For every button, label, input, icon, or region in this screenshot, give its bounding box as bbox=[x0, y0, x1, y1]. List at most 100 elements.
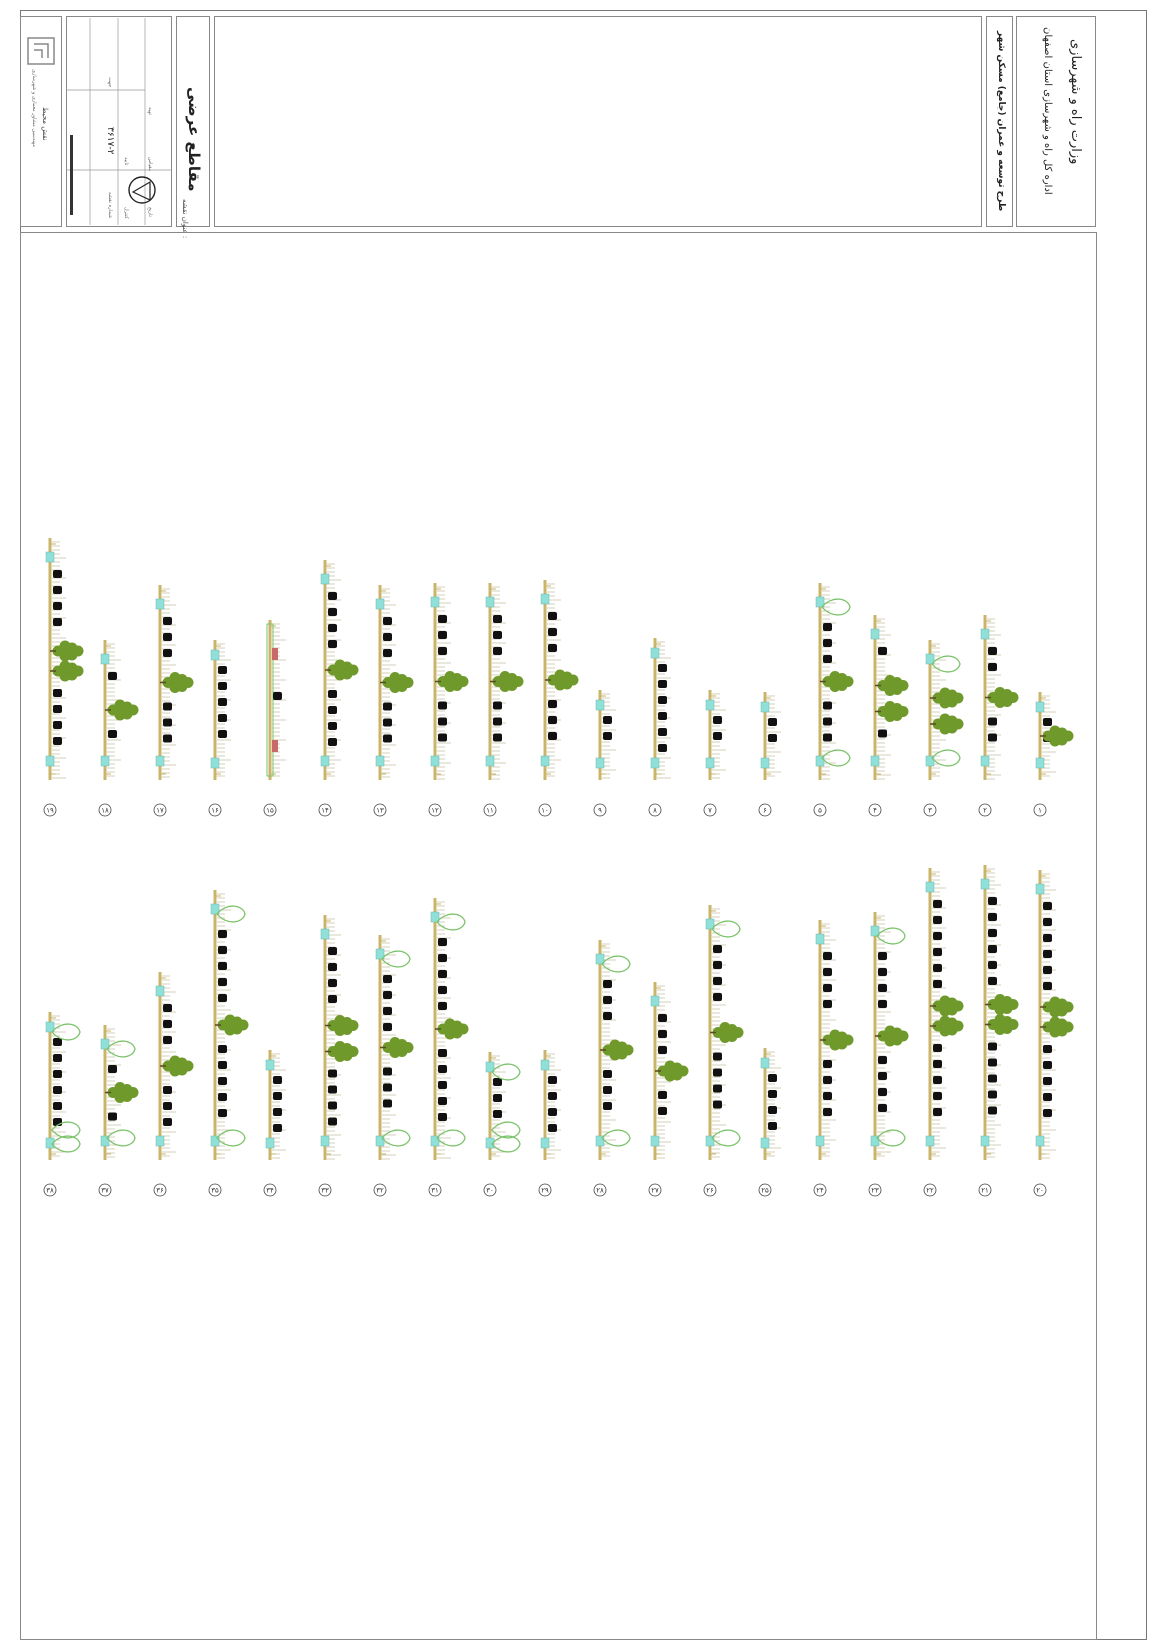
car-icon bbox=[878, 1104, 887, 1112]
tree-canopy bbox=[1062, 730, 1074, 742]
car-icon bbox=[438, 954, 447, 962]
sidewalk-marker bbox=[705, 699, 715, 711]
section-number: ۸ bbox=[653, 807, 657, 815]
car-icon bbox=[493, 1078, 502, 1086]
ground-line bbox=[1038, 870, 1042, 1160]
section-number: ۲۹ bbox=[541, 1187, 549, 1195]
car-icon bbox=[658, 1030, 667, 1038]
car-icon bbox=[218, 714, 227, 722]
car-icon bbox=[878, 1056, 887, 1064]
section-number: ۱۳ bbox=[376, 807, 384, 815]
car-icon bbox=[438, 1081, 447, 1089]
section-number-circle bbox=[813, 803, 827, 817]
car-icon bbox=[383, 991, 392, 999]
car-icon bbox=[1043, 1045, 1052, 1053]
car-icon bbox=[713, 732, 722, 740]
car-icon bbox=[1043, 1061, 1052, 1069]
car-icon bbox=[823, 1092, 832, 1100]
car-icon bbox=[328, 722, 337, 730]
tb-label-approved: تایید bbox=[123, 157, 129, 166]
sidewalk-marker bbox=[1035, 757, 1045, 769]
sidewalk-marker bbox=[45, 1137, 55, 1149]
car-icon bbox=[53, 602, 62, 610]
section-number: ۳۱ bbox=[431, 1187, 439, 1195]
tree-canopy bbox=[1007, 692, 1019, 703]
north-arrow-pointer bbox=[131, 180, 151, 201]
section-number-circle bbox=[538, 803, 552, 817]
section-number-circle bbox=[43, 1183, 57, 1197]
consultant-panel: مهندسین مشاور معماری و شهرسازی نقش محیط bbox=[20, 16, 62, 227]
sidewalk-marker bbox=[375, 755, 385, 767]
ground-line bbox=[268, 620, 272, 780]
car-icon bbox=[218, 978, 227, 986]
car-icon bbox=[493, 647, 502, 655]
car-icon bbox=[603, 1086, 612, 1094]
sidewalk-marker bbox=[815, 933, 825, 945]
car-icon bbox=[218, 962, 227, 970]
tree-outline-icon bbox=[491, 1063, 521, 1081]
car-icon bbox=[988, 913, 997, 921]
car-icon bbox=[493, 615, 502, 623]
section-number: ۳۶ bbox=[156, 1187, 164, 1195]
car-icon bbox=[713, 1068, 722, 1077]
sidewalk-marker bbox=[155, 755, 165, 767]
car-icon bbox=[1043, 718, 1052, 726]
sidewalk-marker bbox=[210, 757, 220, 769]
tree-canopy bbox=[1007, 1019, 1019, 1030]
section-number-circle bbox=[428, 1183, 442, 1197]
car-icon bbox=[438, 631, 447, 639]
section-number-circle bbox=[263, 1183, 277, 1197]
car-icon bbox=[713, 1084, 722, 1093]
car-icon bbox=[53, 1086, 62, 1094]
car-icon bbox=[53, 705, 62, 713]
ground-line bbox=[928, 868, 932, 1160]
car-icon bbox=[438, 717, 447, 726]
sidewalk-marker bbox=[760, 701, 770, 713]
car-icon bbox=[768, 1106, 777, 1114]
section-number-circle bbox=[758, 1183, 772, 1197]
car-icon bbox=[658, 1091, 667, 1099]
tree-canopy bbox=[127, 704, 139, 716]
car-icon bbox=[328, 1069, 337, 1078]
car-icon bbox=[823, 1076, 832, 1084]
car-icon bbox=[823, 701, 832, 710]
tree-canopy bbox=[457, 676, 469, 687]
plan-title-panel: طرح توسعه و عمران (جامع) مسکن شهر bbox=[986, 16, 1013, 227]
car-icon bbox=[603, 1012, 612, 1020]
ground-line bbox=[48, 1012, 52, 1160]
plan-title: طرح توسعه و عمران (جامع) مسکن شهر bbox=[996, 31, 1006, 212]
car-icon bbox=[548, 700, 557, 708]
section-number: ۳۵ bbox=[211, 1187, 219, 1195]
section-number: ۳۳ bbox=[321, 1187, 329, 1195]
tree-canopy bbox=[347, 1046, 359, 1057]
sidewalk-marker bbox=[540, 1137, 550, 1149]
car-icon bbox=[273, 1092, 282, 1100]
tree-canopy bbox=[677, 1065, 689, 1077]
blank-panel bbox=[214, 16, 982, 227]
car-icon bbox=[1043, 1093, 1052, 1101]
car-icon bbox=[328, 995, 337, 1003]
ground-line bbox=[543, 1050, 547, 1160]
section-number-circle bbox=[978, 803, 992, 817]
car-icon bbox=[218, 1093, 227, 1101]
car-icon bbox=[878, 984, 887, 992]
tree-outline-icon bbox=[601, 1129, 631, 1147]
car-icon bbox=[438, 1097, 447, 1105]
car-icon bbox=[163, 1020, 172, 1028]
car-icon bbox=[1043, 934, 1052, 942]
tree-canopy bbox=[842, 1034, 854, 1046]
tb-label-date: تاریخ bbox=[147, 207, 153, 217]
car-icon bbox=[438, 1113, 447, 1121]
tree-outline-icon bbox=[876, 1129, 906, 1147]
consultant-logo-icon bbox=[27, 37, 55, 65]
tree-canopy bbox=[347, 664, 359, 676]
car-icon bbox=[933, 1044, 942, 1052]
car-icon bbox=[493, 717, 502, 726]
section-number: ۱ bbox=[1038, 807, 1042, 815]
car-icon bbox=[108, 730, 117, 738]
sidewalk-marker bbox=[100, 653, 110, 665]
sidewalk-marker bbox=[485, 1137, 495, 1149]
tree-outline-icon bbox=[931, 655, 961, 673]
sidewalk-marker bbox=[430, 596, 440, 608]
tb-label-checked: کنترل bbox=[123, 207, 129, 219]
